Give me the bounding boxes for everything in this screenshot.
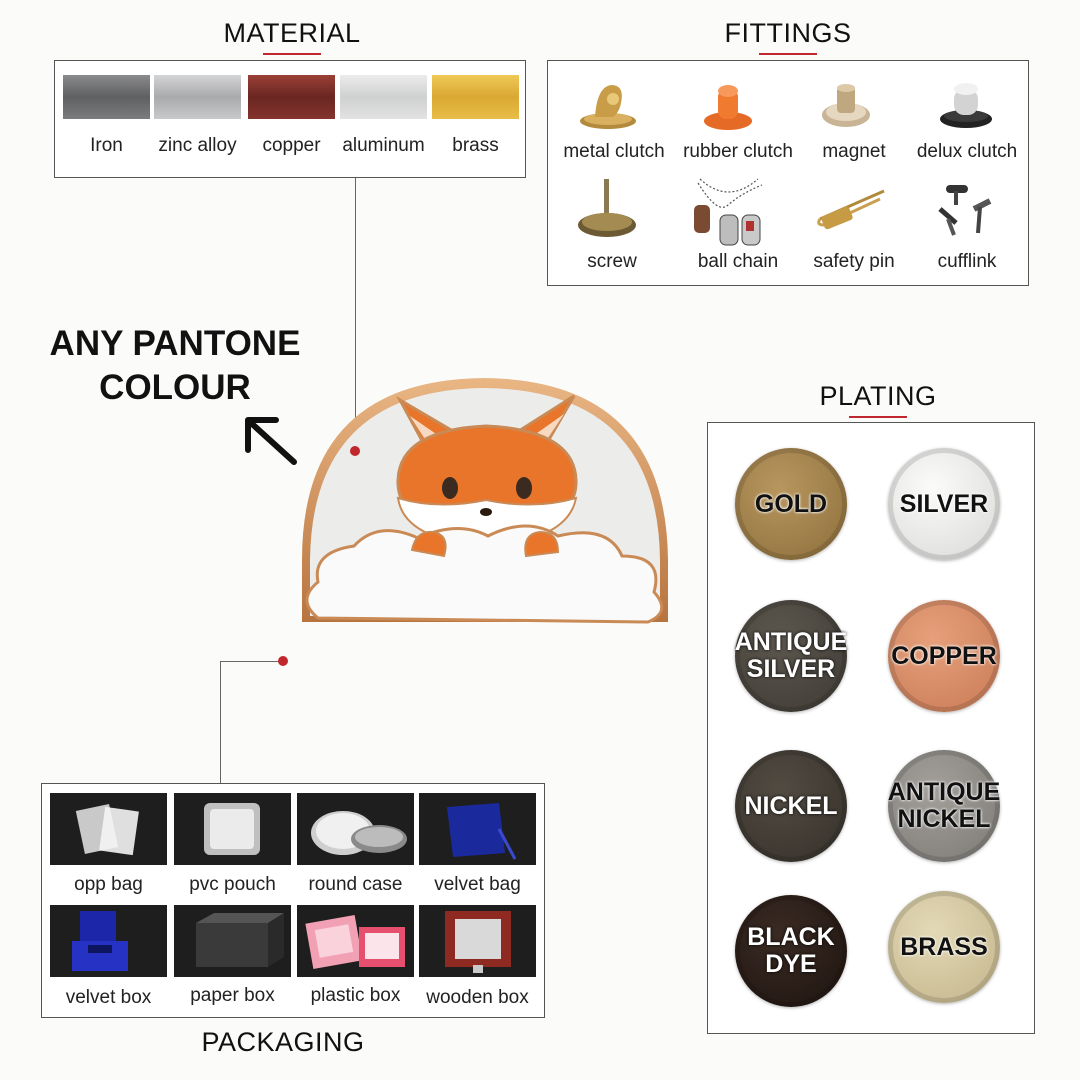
plating-heading-rule bbox=[849, 416, 907, 418]
material-pointer-dot bbox=[350, 446, 360, 456]
fittings-title: FITTINGS bbox=[724, 18, 852, 48]
packaging-label: pvc pouch bbox=[189, 874, 276, 895]
plating-nickel-label: NICKEL bbox=[744, 791, 838, 820]
swatch-brass bbox=[432, 75, 519, 119]
fitting-label: metal clutch bbox=[563, 141, 665, 162]
plating-brass: BRASS bbox=[888, 891, 1000, 1003]
plating-silver: SILVER bbox=[888, 448, 1000, 560]
packaging-connector-horizontal bbox=[220, 661, 282, 662]
material-heading: MATERIAL bbox=[192, 18, 392, 55]
wooden-box-icon bbox=[419, 905, 536, 977]
fittings-heading: FITTINGS bbox=[688, 18, 888, 55]
fittings-heading-rule bbox=[759, 53, 817, 55]
swatch-zinc-alloy bbox=[154, 75, 241, 119]
fittings-panel: metal clutch rubber clutch magnet delux … bbox=[547, 60, 1029, 286]
magnet-icon bbox=[822, 84, 870, 127]
material-title: MATERIAL bbox=[223, 18, 361, 48]
fitting-label: delux clutch bbox=[916, 141, 1018, 162]
material-connector-line bbox=[355, 178, 356, 450]
plating-copper-label: COPPER bbox=[891, 641, 997, 670]
rubber-clutch-icon bbox=[704, 85, 752, 130]
packaging-label: paper box bbox=[190, 985, 275, 1006]
plating-brass-label: BRASS bbox=[900, 932, 988, 961]
packaging-heading: PACKAGING bbox=[183, 1027, 383, 1058]
cufflink-icon bbox=[938, 185, 992, 236]
plating-black-dye-label: BLACK bbox=[747, 923, 835, 951]
fitting-label: cufflink bbox=[937, 251, 997, 272]
opp-bag-icon bbox=[50, 793, 167, 865]
plating-nickel: NICKEL bbox=[735, 750, 847, 862]
pantone-callout: ANY PANTONE COLOUR bbox=[30, 322, 320, 410]
safety-pin-icon bbox=[817, 189, 885, 230]
material-panel: Iron zinc alloy copper aluminum brass bbox=[54, 60, 526, 178]
arrow-up-left-icon bbox=[245, 417, 297, 465]
plating-title: PLATING bbox=[819, 381, 937, 411]
pantone-line-1: ANY PANTONE bbox=[49, 324, 301, 363]
plating-silver-label: SILVER bbox=[899, 489, 989, 518]
fitting-label: rubber clutch bbox=[683, 141, 793, 162]
screw-icon bbox=[578, 179, 636, 237]
metal-clutch-icon bbox=[580, 85, 636, 129]
packaging-title: PACKAGING bbox=[201, 1027, 365, 1057]
plating-heading: PLATING bbox=[778, 381, 978, 418]
fitting-label: ball chain bbox=[697, 251, 779, 272]
paper-box-icon bbox=[174, 905, 291, 977]
material-label: aluminum bbox=[342, 135, 425, 156]
velvet-box-icon bbox=[50, 905, 167, 977]
delux-clutch-icon bbox=[940, 83, 992, 128]
pvc-pouch-icon bbox=[174, 793, 291, 865]
plating-gold: GOLD bbox=[735, 448, 847, 560]
plating-antique-nickel-label: ANTIQUE bbox=[887, 778, 1001, 806]
plating-gold-label: GOLD bbox=[754, 489, 828, 518]
swatch-aluminum bbox=[340, 75, 427, 119]
ball-chain-icon bbox=[694, 178, 763, 246]
packaging-label: plastic box bbox=[310, 985, 401, 1006]
material-label: copper bbox=[262, 135, 321, 156]
fitting-label: screw bbox=[587, 251, 637, 272]
material-heading-rule bbox=[263, 53, 321, 55]
swatch-iron bbox=[63, 75, 150, 119]
swatch-copper bbox=[248, 75, 335, 119]
fitting-label: magnet bbox=[822, 141, 886, 162]
packaging-label: round case bbox=[308, 874, 403, 895]
packaging-label: wooden box bbox=[426, 987, 529, 1008]
plastic-box-icon bbox=[297, 905, 414, 977]
plating-copper: COPPER bbox=[888, 600, 1000, 712]
packaging-label: velvet box bbox=[65, 987, 152, 1008]
material-label: zinc alloy bbox=[158, 135, 237, 156]
packaging-connector-vertical bbox=[220, 661, 221, 783]
packaging-pointer-dot bbox=[278, 656, 288, 666]
pantone-line-2: COLOUR bbox=[99, 368, 251, 407]
packaging-label: velvet bag bbox=[434, 874, 521, 895]
plating-antique-silver-label: ANTIQUE bbox=[734, 628, 848, 656]
round-case-icon bbox=[297, 793, 414, 865]
fox-enamel-pin bbox=[302, 378, 668, 624]
packaging-panel: opp bag pvc pouch round case velvet bag … bbox=[41, 783, 545, 1018]
packaging-label: opp bag bbox=[74, 874, 143, 895]
material-label: brass bbox=[452, 135, 499, 156]
velvet-bag-icon bbox=[419, 793, 536, 865]
material-label: Iron bbox=[90, 135, 123, 156]
fitting-label: safety pin bbox=[813, 251, 895, 272]
